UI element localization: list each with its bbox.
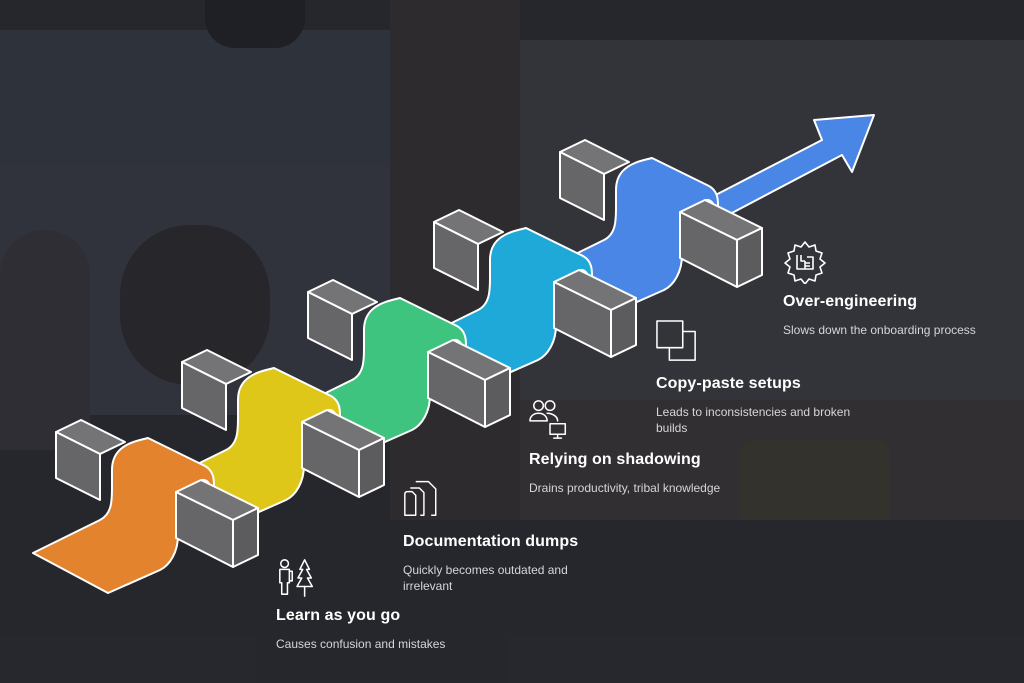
stage-description: Quickly becomes outdated and irrelevant <box>403 563 568 593</box>
stage-1-graphic <box>32 419 259 594</box>
stage-label-3: Relying on shadowing Drains productivity… <box>529 398 729 496</box>
stage-description: Leads to inconsistencies and broken buil… <box>656 405 851 435</box>
stage-5-graphic <box>536 114 875 314</box>
gear-blueprint-icon <box>784 241 826 284</box>
copy-squares-icon <box>656 320 696 361</box>
stage-description: Causes confusion and mistakes <box>276 637 446 651</box>
stage-title: Copy-paste setups <box>656 375 801 392</box>
stage-title: Documentation dumps <box>403 533 579 550</box>
stage-title: Learn as you go <box>276 607 401 624</box>
stage-label-4: Copy-paste setups Leads to inconsistenci… <box>656 320 856 436</box>
stage-label-2: Documentation dumps Quickly becomes outd… <box>403 478 603 594</box>
stage-title: Over-engineering <box>783 293 918 310</box>
stage-title: Relying on shadowing <box>529 451 701 468</box>
stage-description: Drains productivity, tribal knowledge <box>529 481 721 495</box>
hiker-tree-icon <box>279 559 314 597</box>
stage-label-5: Over-engineering Slows down the onboardi… <box>783 240 983 338</box>
people-monitor-icon <box>529 400 567 439</box>
stage-description: Slows down the onboarding process <box>783 323 976 337</box>
stage-label-1: Learn as you go Causes confusion and mis… <box>276 556 496 652</box>
stacked-documents-icon <box>404 480 437 516</box>
